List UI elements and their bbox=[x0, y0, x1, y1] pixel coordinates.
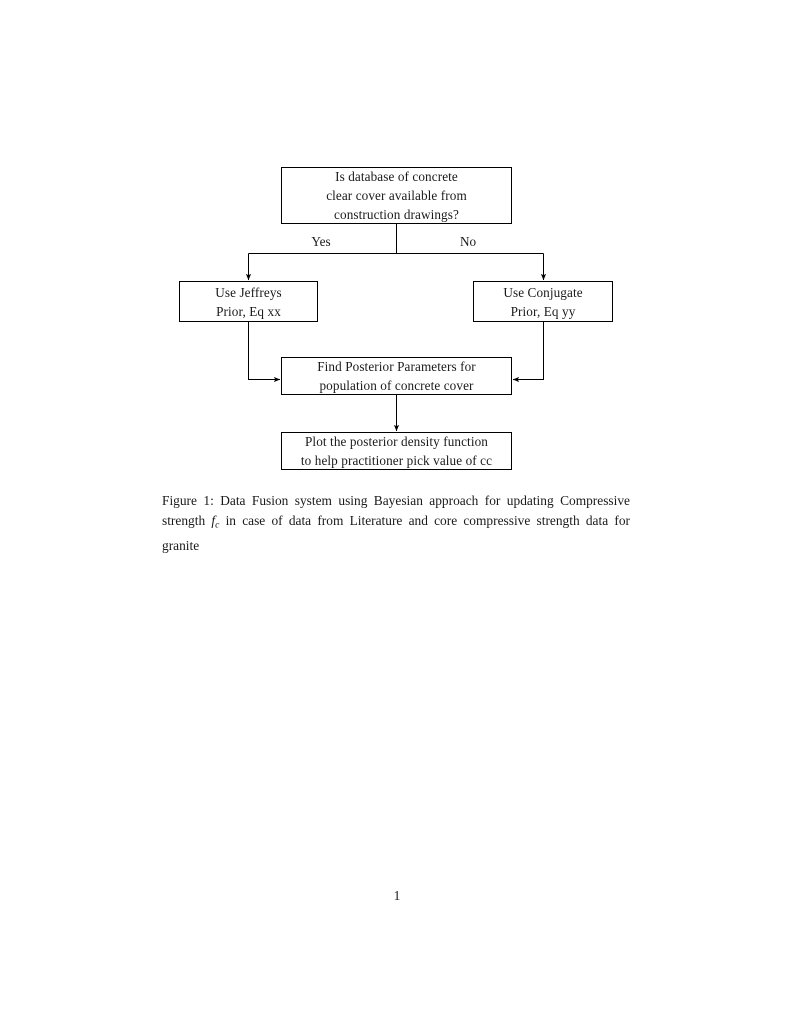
flow-node-question-line-2: clear cover available from bbox=[326, 188, 467, 203]
flow-node-conjugate-line-1: Use Conjugate bbox=[503, 284, 583, 300]
figure-caption-text-before: Data Fusion system using Bayesian approa… bbox=[162, 493, 630, 529]
edge-conjugate-to-posterior bbox=[512, 322, 544, 383]
flow-node-question-line-1: Is database of concrete bbox=[335, 169, 458, 184]
flow-node-plot-line-2: to help practitioner pick value of cc bbox=[300, 453, 493, 468]
figure-1: Is database of concrete clear cover avai… bbox=[0, 0, 794, 490]
figure-caption-text-after: in case of data from Literature and core… bbox=[162, 513, 630, 554]
flow-node-jeffreys-prior: Use Jeffreys Prior, Eq xx bbox=[179, 281, 318, 322]
figure-caption-math-subscript: c bbox=[215, 519, 220, 531]
figure-caption-math-symbol: f bbox=[211, 513, 216, 529]
flow-node-jeffreys-line-2: Prior, Eq xx bbox=[216, 303, 281, 319]
edge-label-yes: Yes bbox=[311, 234, 331, 249]
flowchart-connectors bbox=[245, 224, 547, 432]
flow-node-conjugate-prior: Use Conjugate Prior, Eq yy bbox=[473, 281, 613, 322]
flow-node-plot-posterior-density: Plot the posterior density function to h… bbox=[281, 432, 512, 470]
edge-label-no: No bbox=[459, 234, 477, 249]
flow-node-find-posterior-parameters: Find Posterior Parameters for population… bbox=[281, 357, 512, 395]
figure-caption-label: Figure 1: bbox=[162, 493, 214, 508]
flow-node-plot-line-1: Plot the posterior density function bbox=[305, 434, 488, 449]
flow-node-posterior-line-1: Find Posterior Parameters for bbox=[317, 359, 476, 374]
flow-node-question: Is database of concrete clear cover avai… bbox=[281, 167, 512, 224]
flow-node-conjugate-line-2: Prior, Eq yy bbox=[510, 303, 576, 319]
flow-node-jeffreys-line-1: Use Jeffreys bbox=[215, 284, 282, 300]
page-number: 1 bbox=[393, 888, 401, 903]
edge-jeffreys-to-posterior bbox=[248, 322, 281, 383]
figure-caption: Figure 1: Data Fusion system using Bayes… bbox=[162, 491, 630, 556]
flow-node-question-line-3: construction drawings? bbox=[334, 207, 459, 222]
flow-node-posterior-line-2: population of concrete cover bbox=[319, 378, 474, 393]
